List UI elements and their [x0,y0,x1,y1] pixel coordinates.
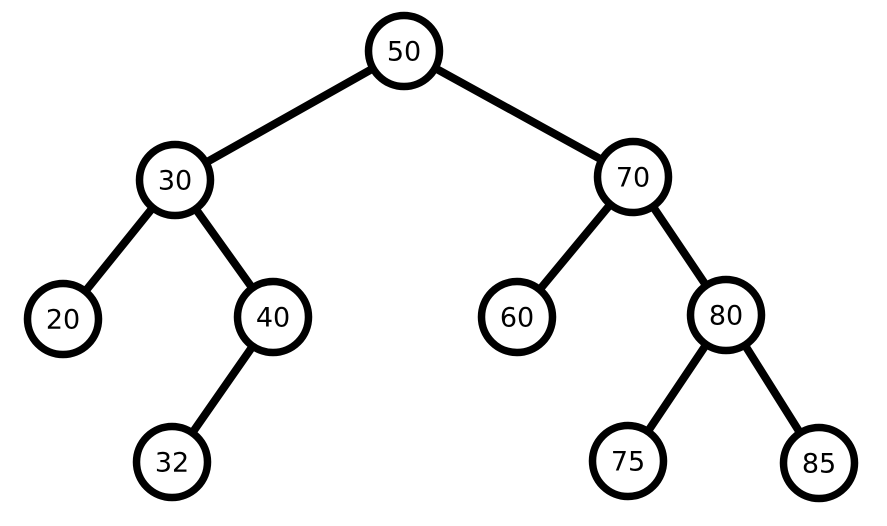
tree-node-70: 70 [593,137,673,217]
node-label-80: 80 [709,301,743,332]
node-label-30: 30 [158,166,192,197]
tree-node-75: 75 [588,421,668,501]
node-circle-20 [23,279,103,359]
node-circle-60 [477,277,557,357]
tree-node-32: 32 [132,422,212,502]
tree-node-20: 20 [23,279,103,359]
node-label-85: 85 [802,449,836,480]
node-label-50: 50 [387,37,421,68]
tree-edge-50-30 [171,47,408,184]
tree-nodes: 50 30 70 20 40 60 80 32 75 85 [23,11,859,503]
node-circle-80 [686,275,766,355]
tree-edge-50-70 [400,47,637,181]
node-label-70: 70 [616,163,650,194]
node-circle-32 [132,422,212,502]
node-label-40: 40 [256,303,290,334]
node-circle-40 [233,277,313,357]
tree-node-30: 30 [135,140,215,220]
node-label-60: 60 [500,303,534,334]
tree-node-50: 50 [364,11,444,91]
tree-node-60: 60 [477,277,557,357]
tree-node-80: 80 [686,275,766,355]
tree-node-40: 40 [233,277,313,357]
node-circle-50 [364,11,444,91]
node-label-32: 32 [155,448,189,479]
node-label-20: 20 [46,305,80,336]
node-circle-85 [779,423,859,503]
node-circle-70 [593,137,673,217]
tree-node-85: 85 [779,423,859,503]
tree-edges [59,47,823,467]
node-circle-75 [588,421,668,501]
node-circle-30 [135,140,215,220]
node-label-75: 75 [611,447,645,478]
